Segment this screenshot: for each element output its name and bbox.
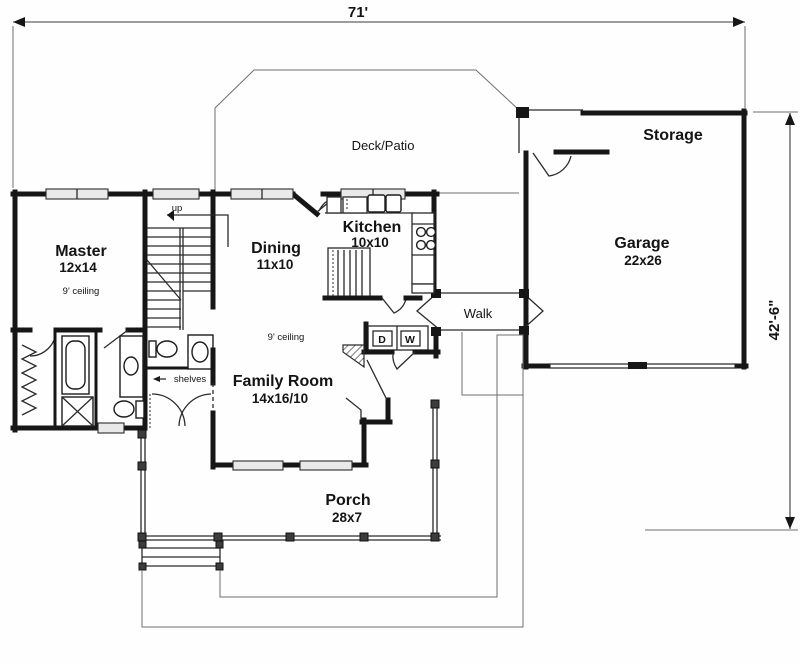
master-label: Master <box>55 243 107 260</box>
porch-size-label: 28x7 <box>332 510 362 525</box>
dining-size-label: 11x10 <box>257 257 294 272</box>
deck-patio-label: Deck/Patio <box>352 138 415 153</box>
storage-label: Storage <box>643 127 703 144</box>
porch: Porch 28x7 <box>137 399 441 571</box>
master-bath-suite <box>20 327 148 431</box>
deck-patio: Deck/Patio <box>214 69 520 194</box>
width-dimension: 71' <box>12 4 746 188</box>
garage-label: Garage <box>614 235 669 252</box>
family-room-size-label: 14x16/10 <box>252 391 308 406</box>
great-room-ceiling-label: 9' ceiling <box>268 332 305 343</box>
hall-bath: shelves <box>145 334 215 428</box>
room-dining: Dining 11x10 9' ceiling <box>251 240 304 343</box>
kitchen-label: Kitchen <box>343 219 402 236</box>
garage-wing: Storage Garage 22x26 <box>516 107 749 370</box>
dining-label: Dining <box>251 240 301 257</box>
walkway-lines <box>141 332 524 628</box>
shelves-label: shelves <box>174 374 206 385</box>
porch-steps <box>141 540 221 570</box>
walk-label: Walk <box>464 306 493 321</box>
stairs-up: up <box>142 189 229 335</box>
kitchen-size-label: 10x10 <box>351 235 389 250</box>
room-kitchen: Kitchen 10x10 <box>325 194 437 294</box>
room-master: Master 12x14 9' ceiling <box>10 243 148 357</box>
overall-height-dimension: 42'-6" <box>766 300 783 341</box>
stairs-up-label: up <box>172 203 183 214</box>
porch-posts <box>137 399 440 542</box>
washer-label: W <box>405 334 415 346</box>
family-room-label: Family Room <box>233 373 333 390</box>
overall-width-dimension: 71' <box>348 4 368 21</box>
porch-label: Porch <box>325 492 370 509</box>
master-size-label: 12x14 <box>59 260 97 275</box>
stairs-down <box>322 247 423 314</box>
garage-size-label: 22x26 <box>624 253 662 268</box>
laundry-closet: D W <box>361 321 441 370</box>
height-dimension: 42'-6" <box>645 111 798 531</box>
dryer-label: D <box>378 334 386 346</box>
master-ceiling-label: 9' ceiling <box>63 286 100 297</box>
room-family: Family Room 14x16/10 <box>210 344 393 471</box>
